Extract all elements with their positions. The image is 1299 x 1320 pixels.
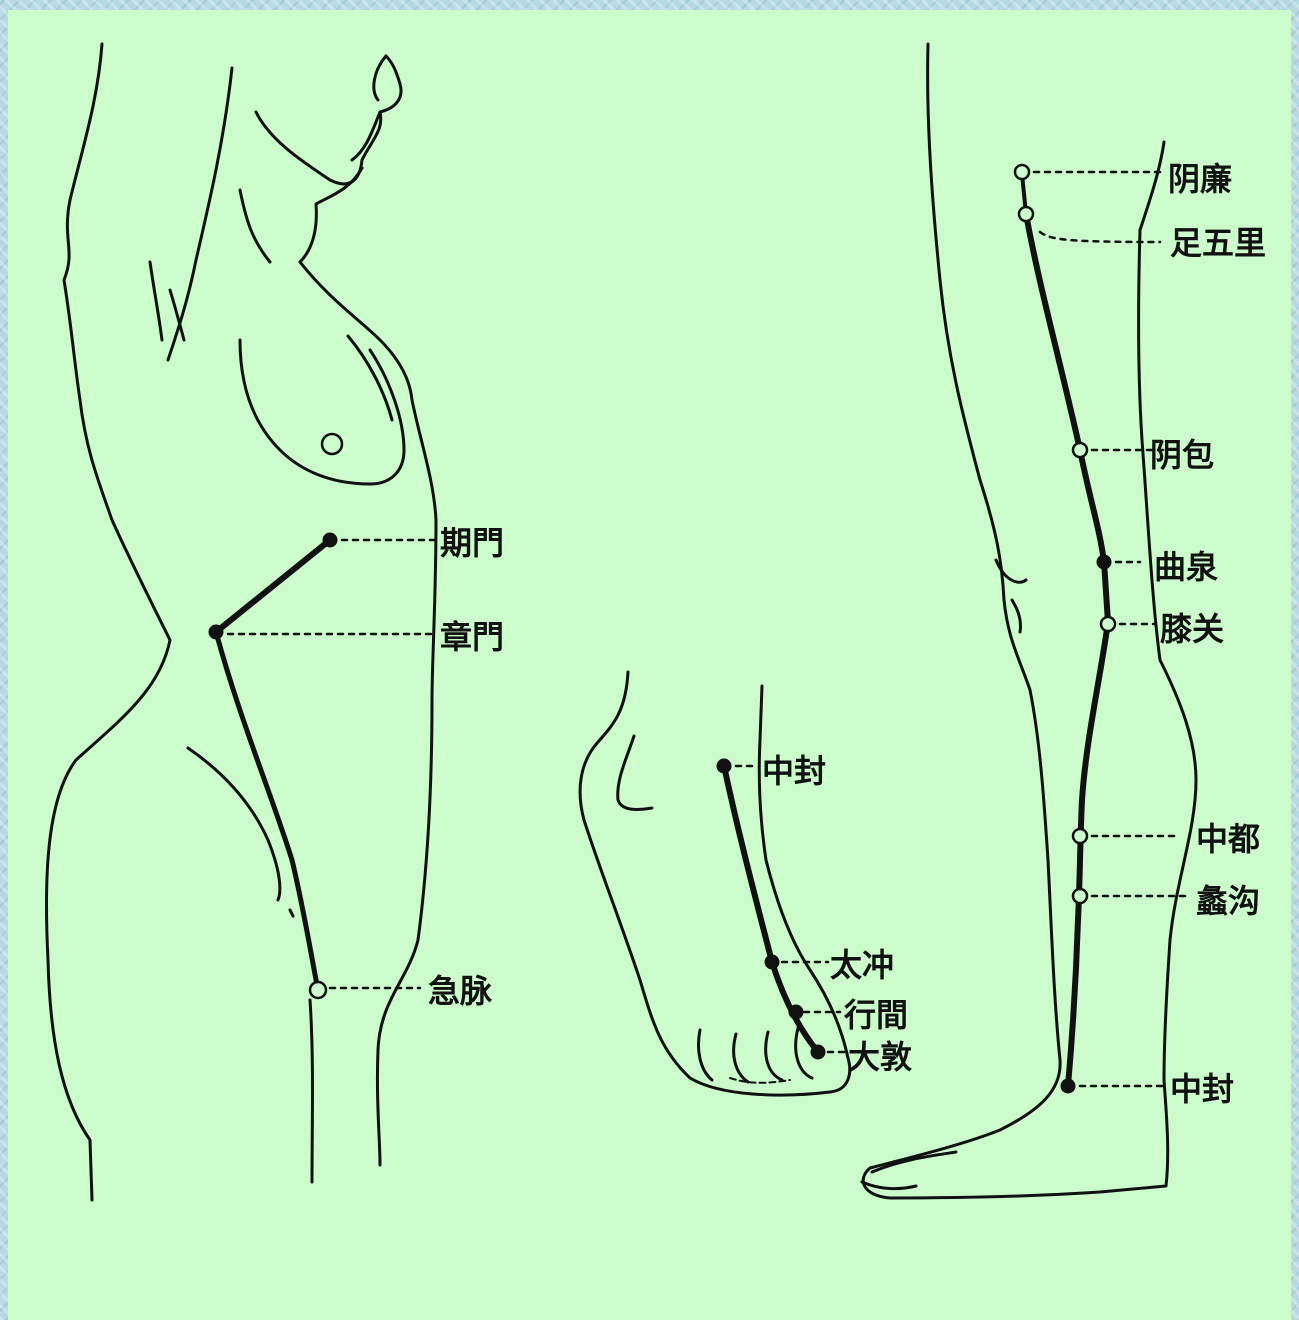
torso-acupoints [209, 533, 337, 998]
foot-figure [580, 672, 850, 1095]
acupoint-zhangmen [209, 625, 223, 639]
label-xiguan: 膝关 [1160, 610, 1224, 648]
label-zhongfeng-leg: 中封 [1170, 1070, 1234, 1108]
point-labels: 期門 章門 急脉 中封 太冲 行間 大敦 阴廉 足五里 阴包 曲泉 膝关 中都 … [428, 160, 1266, 1108]
label-zuwuli: 足五里 [1170, 224, 1266, 262]
label-dadun: 大敦 [848, 1038, 912, 1076]
label-ququan: 曲泉 [1154, 548, 1218, 586]
label-zhongfeng-foot: 中封 [762, 752, 826, 790]
label-taichong: 太冲 [830, 946, 894, 984]
acupoint-taichong [765, 955, 779, 969]
acupoint-yinlian [1015, 165, 1029, 179]
acupoint-ligou [1073, 889, 1087, 903]
leg-acupoints [1015, 165, 1115, 1093]
label-yinbao: 阴包 [1150, 436, 1214, 474]
acupoint-xiguan [1101, 617, 1115, 631]
acupoint-xingjian [789, 1005, 803, 1019]
acupoint-zhongfeng-leg [1061, 1079, 1075, 1093]
acupoint-qimen [323, 533, 337, 547]
acupoint-ququan [1097, 555, 1111, 569]
acupoint-jimai [310, 982, 326, 998]
torso-meridian [216, 540, 330, 990]
acupoint-zhongdu [1073, 829, 1087, 843]
label-zhangmen: 章門 [440, 618, 504, 656]
label-jimai: 急脉 [428, 972, 493, 1010]
label-xingjian: 行間 [844, 996, 908, 1034]
label-yinlian: 阴廉 [1168, 160, 1232, 198]
acupoint-zuwuli [1019, 207, 1033, 221]
acupoint-dadun [811, 1045, 825, 1059]
foot-meridian [724, 766, 818, 1052]
acupoint-zhongfeng-foot [717, 759, 731, 773]
label-zhongdu: 中都 [1196, 820, 1260, 858]
acupoint-yinbao [1073, 443, 1087, 457]
label-qimen: 期門 [440, 524, 504, 562]
leg-meridian [1022, 174, 1108, 1086]
torso-figure [46, 44, 436, 1200]
label-ligou: 蠡沟 [1196, 882, 1260, 920]
